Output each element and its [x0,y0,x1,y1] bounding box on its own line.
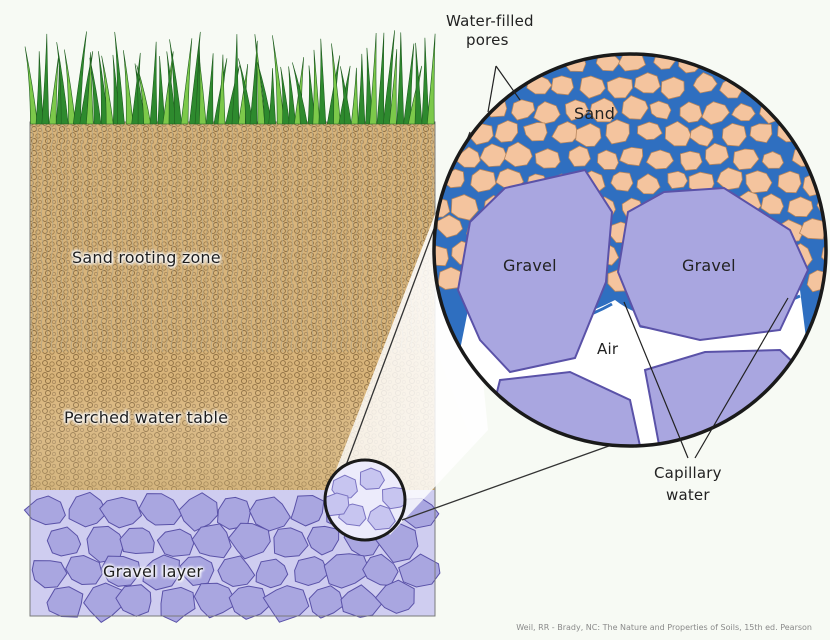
sand-grain [816,146,830,164]
label-sand-rooting-zone: Sand rooting zone [72,248,221,267]
grass-blade [397,32,404,124]
label-air: Air [597,340,618,358]
label-water-filled-line2: pores [446,31,534,50]
grass-blade [25,47,37,124]
sand-grain [469,77,491,99]
sand-grain [454,98,481,118]
gravel-stone [161,587,195,622]
grass-blade [415,43,422,124]
grass-blade [206,53,213,124]
label-gravel-left: Gravel [503,256,557,275]
grass-blade [199,56,206,124]
grass-blade [351,68,358,124]
sand-grain [456,54,479,72]
grass-blade [158,56,165,124]
grass-blade [42,34,49,124]
grass-blade [123,50,133,124]
sand-grain [807,270,830,292]
label-sand: Sand [574,104,615,123]
grass-blade [377,33,384,124]
sand-grain [737,55,760,72]
grass-blade [36,51,43,124]
grass-tufts [25,30,435,124]
sand-grain [778,73,799,93]
grass-blade [319,39,326,124]
sand-grain [437,74,464,98]
grass-blade [313,50,320,124]
label-capillary-line1: Capillary [654,462,722,484]
sand-grain [787,48,815,70]
sand-grain [793,99,813,118]
sand-grain [750,76,773,93]
label-capillary-water: Capillary water [654,462,722,506]
sand-grain [668,171,688,188]
sand-grain [606,120,630,144]
sand-grain [486,53,508,71]
label-gravel-layer: Gravel layer [103,562,203,581]
grass-blade [422,38,429,124]
label-water-filled-line1: Water-filled [446,12,534,31]
sand-grain [507,52,530,71]
sand-grain [706,52,728,70]
leader-pores-1 [488,66,496,112]
grass-blade [150,42,157,124]
grass-blade [269,68,276,124]
label-perched-water-table: Perched water table [64,408,228,427]
grass-blade [218,55,225,124]
label-gravel-right: Gravel [682,256,736,275]
grass-blade [427,34,435,124]
sand-grain [439,124,465,145]
sand-grain [817,50,830,69]
grass-blade [358,54,365,124]
grass-blade [232,34,239,124]
sand-grain [763,49,788,73]
source-credit: Weil, RR - Brady, NC: The Nature and Pro… [516,623,812,632]
label-water-filled-pores: Water-filled pores [446,12,534,50]
grass-blade [289,66,296,124]
sand-grain [806,125,827,145]
sand-grain [802,77,826,99]
sand-grain [551,76,573,95]
grass-blade [370,33,377,124]
label-capillary-line2: water [654,484,722,506]
grass-blade [181,38,192,124]
sand-grain [821,98,830,119]
